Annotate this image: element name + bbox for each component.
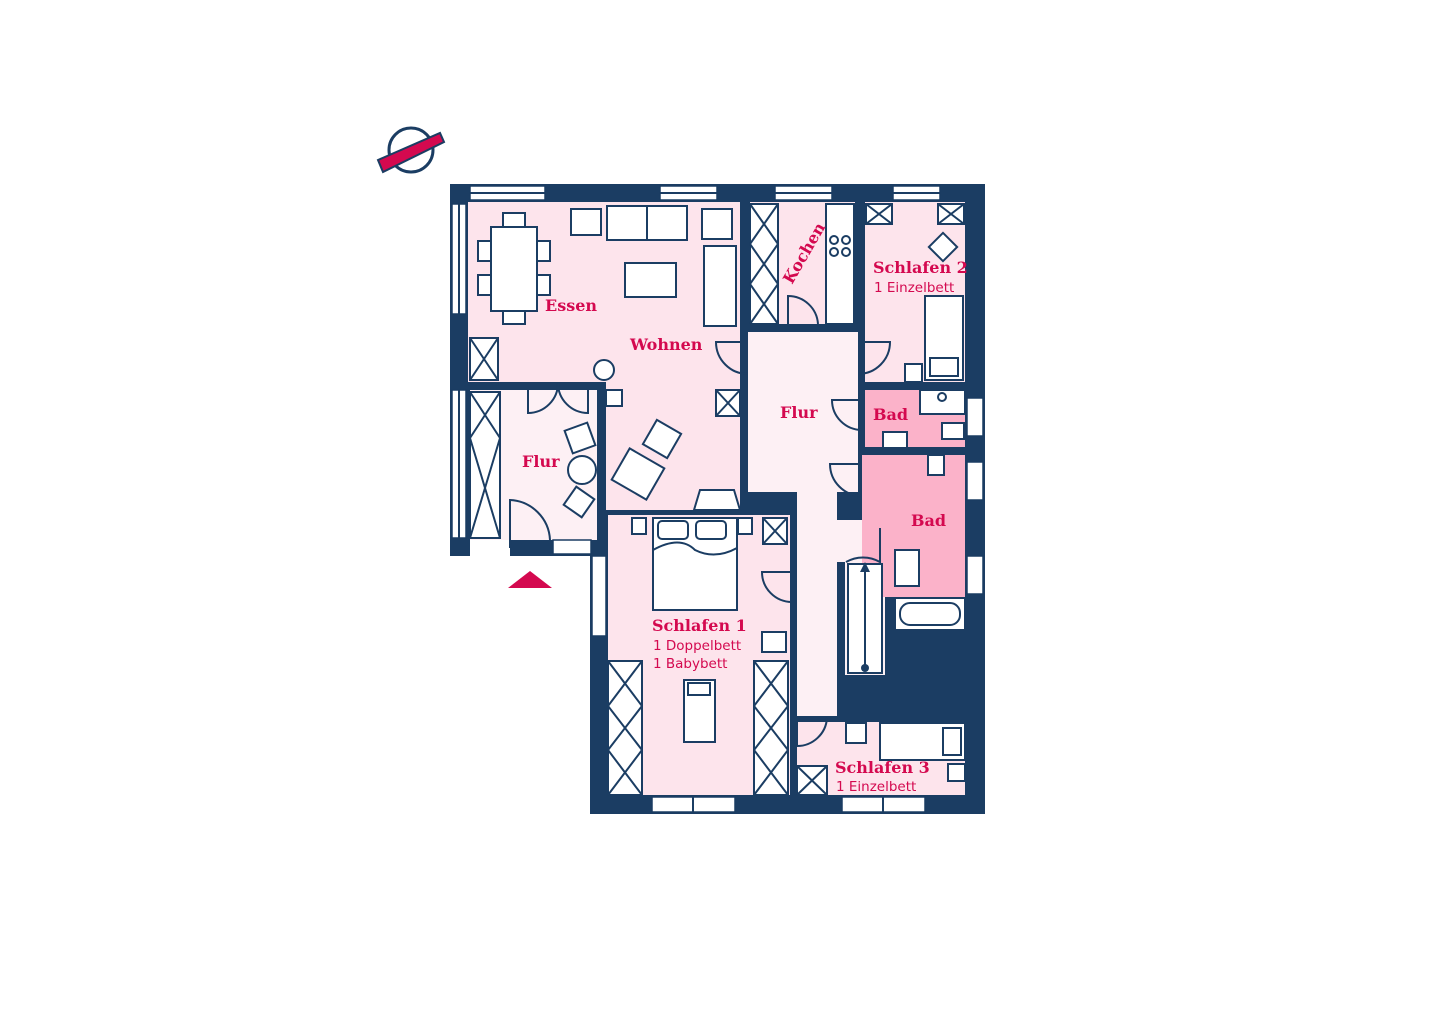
room-label-schlafen3: Schlafen 3: [835, 758, 930, 777]
doors: [509, 294, 892, 748]
room-label-flur-left: Flur: [522, 452, 560, 471]
stairs-arrow-icon: [860, 562, 870, 672]
room-label-bad2: Bad: [911, 511, 946, 530]
compass-icon: [376, 126, 446, 174]
room-beds-schlafen1-double: 1 Doppelbett: [653, 638, 741, 654]
room-label-flur-center: Flur: [780, 403, 818, 422]
room-label-bad1: Bad: [873, 405, 908, 424]
room-label-essen: Essen: [545, 296, 597, 315]
entrance-arrow-icon: [508, 571, 552, 588]
room-label-schlafen1: Schlafen 1: [652, 616, 747, 635]
room-beds-schlafen3: 1 Einzelbett: [836, 779, 916, 795]
windows: [451, 185, 984, 813]
room-beds-schlafen1-baby: 1 Babybett: [653, 656, 727, 672]
room-beds-schlafen2: 1 Einzelbett: [874, 280, 954, 296]
room-label-schlafen2: Schlafen 2: [873, 258, 968, 277]
furniture: [469, 203, 966, 796]
room-label-wohnen: Wohnen: [629, 335, 703, 354]
